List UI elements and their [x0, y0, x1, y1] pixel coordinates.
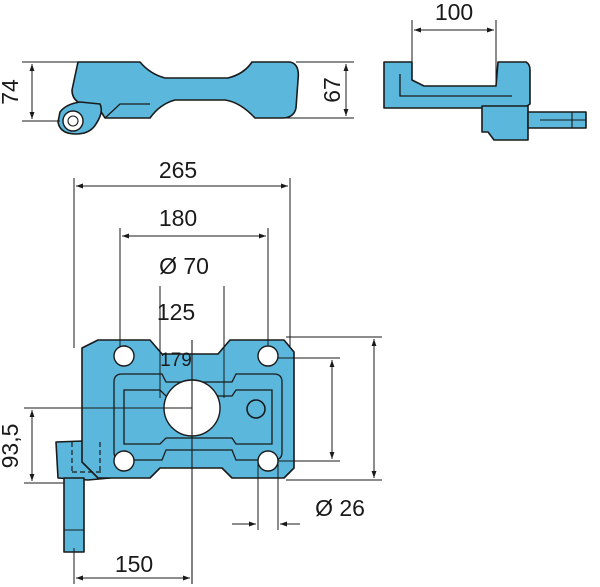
- bolt-hole-top-left: [113, 345, 135, 367]
- dim-100-label: 100: [435, 0, 473, 25]
- side-view: 74 67: [0, 61, 354, 135]
- dim-70-label: Ø 70: [159, 253, 209, 279]
- side-view-body: [71, 61, 300, 119]
- small-hole: [246, 399, 266, 419]
- dim-150-label: 150: [115, 551, 153, 577]
- bolt-hole-top-right: [257, 345, 279, 367]
- bolt-hole-bottom-left: [113, 450, 135, 472]
- end-view-body: [383, 61, 531, 109]
- plan-view: 265 180 Ø 70 125 179 93,5 150: [0, 157, 382, 584]
- end-view-lower-block: [481, 105, 529, 141]
- side-view-pivot-inner-hole: [67, 115, 79, 127]
- side-view-inner-edge: [104, 103, 150, 119]
- dim-265-label: 265: [159, 157, 197, 183]
- end-view-inner-line: [399, 74, 512, 97]
- dim-93-5-label: 93,5: [0, 424, 23, 469]
- plan-view-shaft: [63, 477, 85, 553]
- end-view: 100: [383, 0, 587, 141]
- dim-74-label: 74: [0, 79, 23, 105]
- dim-179-label: 179: [160, 350, 192, 371]
- dim-26-label: Ø 26: [315, 495, 365, 521]
- side-view-pivot-hole: [62, 110, 84, 132]
- dim-67-label: 67: [319, 77, 345, 103]
- dim-180-label: 180: [159, 205, 197, 231]
- dim-125-label: 125: [157, 299, 195, 325]
- plan-view-hidden-pivot: [71, 442, 104, 473]
- bolt-hole-bottom-right: [257, 450, 279, 472]
